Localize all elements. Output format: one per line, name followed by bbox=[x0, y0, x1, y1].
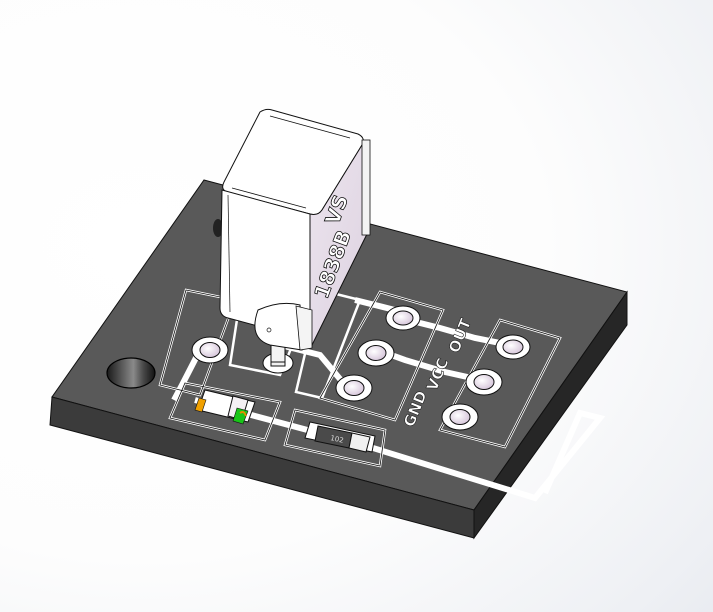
smd-resistor: 102 bbox=[304, 421, 376, 453]
pad bbox=[191, 336, 229, 364]
mounting-hole bbox=[106, 357, 156, 389]
pad bbox=[335, 374, 373, 402]
pad bbox=[441, 403, 479, 431]
resistor-marking: 102 bbox=[330, 434, 345, 445]
solder-pads bbox=[191, 305, 531, 431]
pad bbox=[385, 305, 421, 331]
pad bbox=[495, 334, 531, 360]
smd-led bbox=[194, 389, 256, 425]
pad bbox=[357, 339, 395, 367]
pcb-right-edge bbox=[473, 290, 628, 540]
pad bbox=[465, 368, 503, 396]
pcb-board bbox=[49, 179, 628, 540]
